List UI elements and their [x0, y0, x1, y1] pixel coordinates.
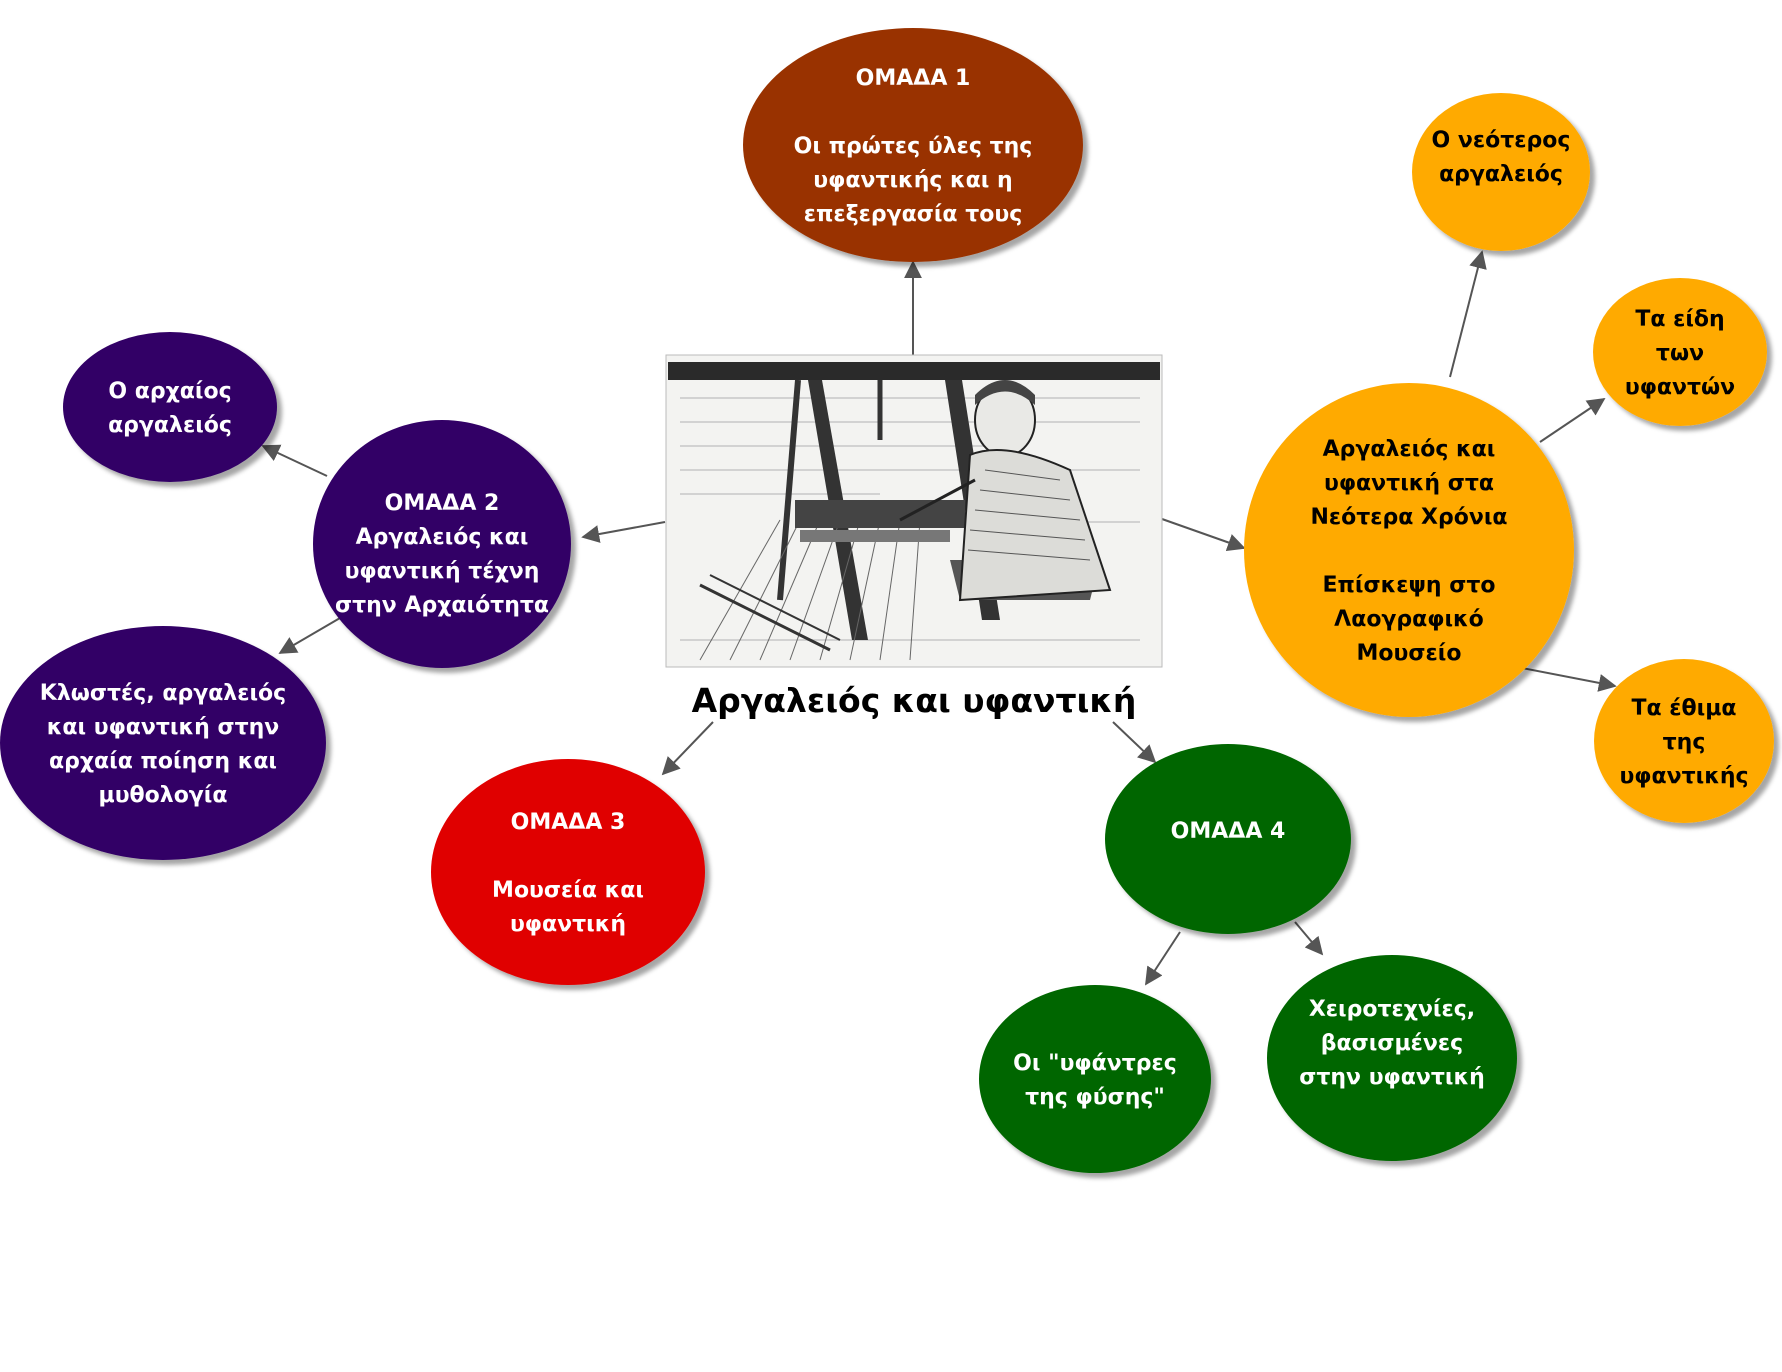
node-label-line: Μουσεία και — [492, 878, 644, 903]
node-label-line: Τα έθιμα — [1631, 696, 1736, 721]
node-poetry: Κλωστές, αργαλειός και υφαντική στην αρχαί… — [0, 626, 326, 860]
node-label-line: Τα είδη — [1635, 307, 1724, 332]
node-label-line: υφαντικής — [1619, 764, 1748, 789]
node-fabric-types-text: Τα είδη των υφαντών — [1625, 307, 1735, 400]
arrow-to-customs — [1521, 667, 1617, 692]
node-customs-text: Τα έθιμα της υφαντικής — [1619, 696, 1748, 789]
node-label-line: ΟΜΑΔΑ 4 — [1171, 819, 1286, 844]
arrow-to-modern — [1161, 518, 1246, 552]
node-group4-text: ΟΜΑΔΑ 4 — [1171, 819, 1286, 844]
node-label-line: Λαογραφικό — [1334, 607, 1484, 632]
node-label-line: ΟΜΑΔΑ 3 — [511, 810, 626, 835]
node-label-line: ΟΜΑΔΑ 1 — [856, 66, 971, 91]
connectors — [261, 250, 1617, 986]
arrow-to-group2 — [581, 521, 666, 543]
node-weavers-nature-text: Οι "υφάντρες της φύσης" — [1013, 1051, 1177, 1110]
node-label-line: υφαντική — [510, 912, 626, 937]
node-label-line: Αργαλειός και — [1323, 437, 1496, 462]
node-label-line: Ο νεότερος — [1432, 128, 1571, 153]
node-group3-text: ΟΜΑΔΑ 3 Μουσεία και υφαντική — [492, 810, 644, 937]
node-label-line: αργαλειός — [108, 413, 232, 438]
node-label-line: Οι πρώτες ύλες της — [794, 134, 1033, 159]
node-fabric-types: Τα είδη των υφαντών — [1593, 278, 1767, 426]
node-label-line: ΟΜΑΔΑ 2 — [385, 491, 500, 516]
node-ancient-loom: Ο αρχαίος αργαλειός — [63, 332, 277, 482]
node-ancient-loom-text: Ο αρχαίος αργαλειός — [108, 379, 232, 438]
node-group2: ΟΜΑΔΑ 2 Αργαλειός και υφαντική τέχνη στην Α… — [313, 420, 571, 668]
node-label-line: της — [1663, 730, 1706, 755]
node-label-line: επεξεργασία τους — [804, 202, 1023, 227]
node-group1-text: ΟΜΑΔΑ 1 Οι πρώτες ύλες της υφαντικής και η… — [794, 66, 1033, 227]
node-label-line: των — [1656, 341, 1704, 366]
arrow-to-crafts — [1294, 921, 1324, 956]
node-label-line: Αργαλειός και — [356, 525, 529, 550]
node-label-line: Χειροτεχνίες, — [1309, 997, 1475, 1022]
node-label-line: Επίσκεψη στο — [1322, 573, 1495, 598]
arrow-to-weavers-nature — [1145, 931, 1181, 986]
node-label-line: υφαντικής και η — [813, 168, 1012, 193]
node-label-line: και υφαντική στην — [47, 715, 280, 740]
node-label-line: υφαντών — [1625, 375, 1735, 400]
node-group3: ΟΜΑΔΑ 3 Μουσεία και υφαντική — [431, 759, 705, 985]
arrow-to-newer-loom — [1449, 250, 1487, 378]
arrow-to-poetry — [278, 617, 341, 654]
node-label-line: της φύσης" — [1025, 1085, 1165, 1110]
loom-illustration — [665, 354, 1163, 668]
node-label-line: Μουσείο — [1357, 641, 1462, 666]
node-label-line: Νεότερα Χρόνια — [1310, 505, 1507, 530]
node-group1: ΟΜΑΔΑ 1 Οι πρώτες ύλες της υφαντικής και η… — [743, 28, 1083, 262]
arrow-to-group3 — [661, 721, 714, 776]
node-label-line: Κλωστές, αργαλειός — [40, 681, 286, 706]
node-crafts: Χειροτεχνίες, βασισμένες στην υφαντική — [1267, 955, 1517, 1161]
node-crafts-text: Χειροτεχνίες, βασισμένες στην υφαντική — [1299, 997, 1485, 1090]
node-label-line: μυθολογία — [99, 783, 228, 808]
node-label-line: Ο αρχαίος — [108, 379, 231, 404]
node-label-line: βασισμένες — [1321, 1031, 1463, 1056]
arrow-to-fabric-types — [1539, 397, 1606, 443]
node-newer-loom-text: Ο νεότερος αργαλειός — [1432, 128, 1571, 187]
node-label-line: αργαλειός — [1439, 162, 1563, 187]
node-customs: Τα έθιμα της υφαντικής — [1594, 659, 1774, 823]
node-label-line: στην Αρχαιότητα — [335, 593, 549, 618]
node-label-line: στην υφαντική — [1299, 1065, 1485, 1090]
page-title: Αργαλειός και υφαντική — [692, 681, 1137, 720]
node-label-line: Οι "υφάντρες — [1013, 1051, 1177, 1076]
node-label-line: υφαντική τέχνη — [345, 559, 540, 584]
node-poetry-text: Κλωστές, αργαλειός και υφαντική στην αρχαί… — [40, 681, 286, 808]
node-weavers-nature: Οι "υφάντρες της φύσης" — [979, 985, 1211, 1173]
arrow-to-group4 — [1112, 721, 1157, 764]
node-newer-loom: Ο νεότερος αργαλειός — [1412, 93, 1590, 251]
node-label-line: υφαντική στα — [1324, 471, 1494, 496]
node-label-line: αρχαία ποίηση και — [49, 749, 277, 774]
arrow-to-ancient-loom — [261, 444, 328, 477]
node-group4: ΟΜΑΔΑ 4 — [1105, 744, 1351, 934]
node-group2-text: ΟΜΑΔΑ 2 Αργαλειός και υφαντική τέχνη στην Α… — [335, 491, 549, 618]
